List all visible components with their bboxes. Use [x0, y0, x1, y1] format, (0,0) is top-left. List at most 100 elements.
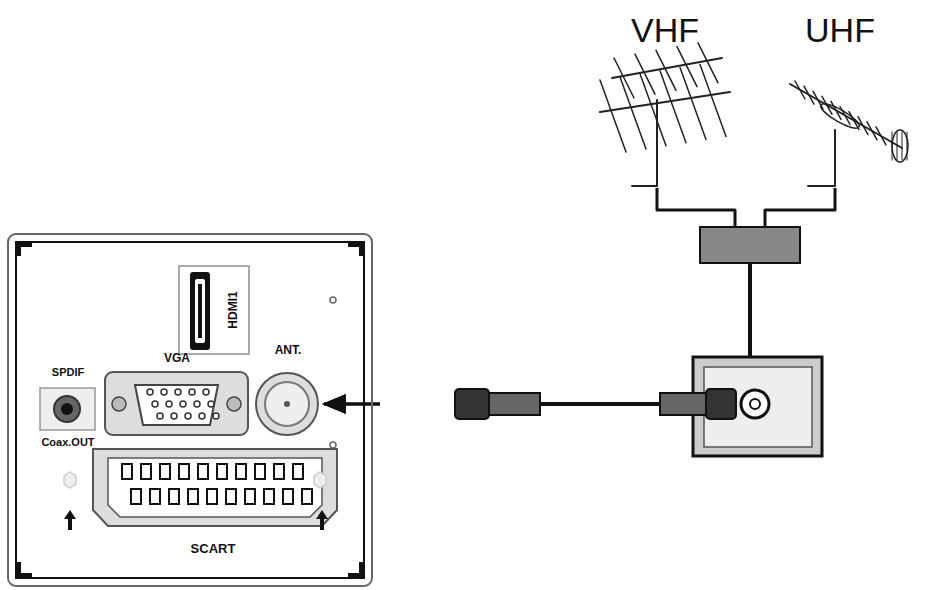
vga-port: [199, 413, 205, 419]
scart-port: SCART: [88, 444, 338, 556]
port-label: ANT.: [275, 344, 302, 357]
spdif-jack: [61, 403, 73, 415]
antenna-drawing: [656, 100, 658, 186]
antenna-drawing: [876, 127, 886, 145]
scart-port: [302, 489, 312, 504]
spdif-jack: [40, 388, 95, 430]
port-label: SCART: [191, 542, 236, 556]
vga-port: [185, 413, 191, 419]
vga-port: VGA: [105, 352, 249, 437]
antenna-drawing: [897, 132, 898, 160]
antenna-drawing: [640, 74, 666, 146]
antenna-drawing: [892, 132, 893, 160]
antenna-drawing: [804, 86, 814, 104]
scart-port: [217, 464, 227, 479]
vga-port: [194, 401, 200, 407]
antenna-drawing: [808, 185, 835, 187]
combiner-box: [700, 227, 800, 263]
scart-port: [236, 464, 246, 479]
locator-mark: [64, 472, 76, 488]
port-label: SPDIF: [52, 366, 84, 378]
antenna-drawing: [600, 43, 908, 186]
port-label: VHF: [631, 12, 699, 49]
scart-port: [198, 464, 208, 479]
vga-port: [166, 401, 172, 407]
coax-cable: [706, 389, 736, 419]
tv-panel: [8, 234, 372, 586]
vga-port: [135, 385, 218, 425]
locator-mark: [64, 510, 76, 530]
antenna-socket: [265, 382, 309, 426]
wall-socket: [748, 263, 752, 358]
vga-port: [213, 413, 219, 419]
spdif-jack: [40, 388, 95, 430]
tv-panel: [16, 242, 364, 578]
antenna-drawing: [790, 84, 902, 148]
scart-port: [226, 489, 236, 504]
antenna-drawing: [795, 81, 805, 99]
scart-port: [169, 489, 179, 504]
scart-port: [245, 489, 255, 504]
scart-port: [207, 489, 217, 504]
vga-port: [152, 401, 158, 407]
port-label: UHF: [805, 12, 875, 49]
scart-port: [293, 464, 303, 479]
locator-mark: [316, 510, 328, 530]
scart-port: [255, 464, 265, 479]
spdif-jack: [54, 396, 80, 422]
locator-mark: [314, 472, 326, 488]
coax-cable: [380, 398, 456, 410]
vga-port: [227, 397, 241, 411]
scart-port: [179, 464, 189, 479]
antenna-drawing: [660, 71, 686, 143]
port-label: HDMI1: [227, 291, 240, 328]
antenna-drawing: [677, 47, 697, 87]
antenna-drawing: [834, 130, 836, 186]
hdmi-port: [195, 279, 205, 343]
spdif-output: SPDIF Coax.OUT: [34, 366, 102, 448]
antenna-drawing: [635, 54, 655, 94]
tv-panel: [18, 244, 362, 576]
hdmi-port: HDMI1: [178, 265, 250, 355]
wall-socket: [693, 357, 822, 456]
vga-port: [112, 397, 126, 411]
port-sublabel: Coax.OUT: [41, 436, 94, 448]
scart-port: [93, 449, 337, 526]
antenna-drawing: [600, 80, 626, 152]
scart-port: [274, 464, 284, 479]
scart-port: [122, 464, 132, 479]
scart-port: [264, 489, 274, 504]
wall-socket: [750, 399, 760, 409]
antenna-cable: [324, 188, 750, 404]
vga-port: [208, 401, 214, 407]
screw-hole: [330, 297, 336, 448]
combiner-box: [700, 227, 800, 263]
coax-cable: [660, 393, 708, 415]
antenna-drawing: [831, 101, 841, 119]
vga-port: [105, 372, 248, 435]
scart-port: [188, 489, 198, 504]
antenna-drawing: [907, 132, 908, 160]
scart-port: [131, 489, 141, 504]
screw-hole: [330, 297, 336, 303]
vga-port: [147, 389, 219, 419]
antenna-drawing: [867, 122, 877, 140]
vga-port: [157, 413, 163, 419]
scart-port: [160, 464, 170, 479]
locator-mark: [64, 472, 328, 530]
vga-port: [105, 372, 248, 435]
tv-panel: [8, 234, 372, 586]
wall-socket: [693, 263, 822, 456]
antenna-drawing: [614, 58, 634, 98]
scart-port: [108, 458, 322, 517]
wall-socket: [704, 367, 812, 447]
scart-port: [150, 489, 160, 504]
antenna-drawing: [656, 50, 676, 90]
antenna-drawing: [902, 132, 903, 160]
coax-cable: [540, 402, 660, 406]
antenna-drawing: [620, 77, 646, 149]
wall-socket: [741, 390, 769, 418]
scart-port: [122, 464, 312, 504]
scart-port: [283, 489, 293, 504]
